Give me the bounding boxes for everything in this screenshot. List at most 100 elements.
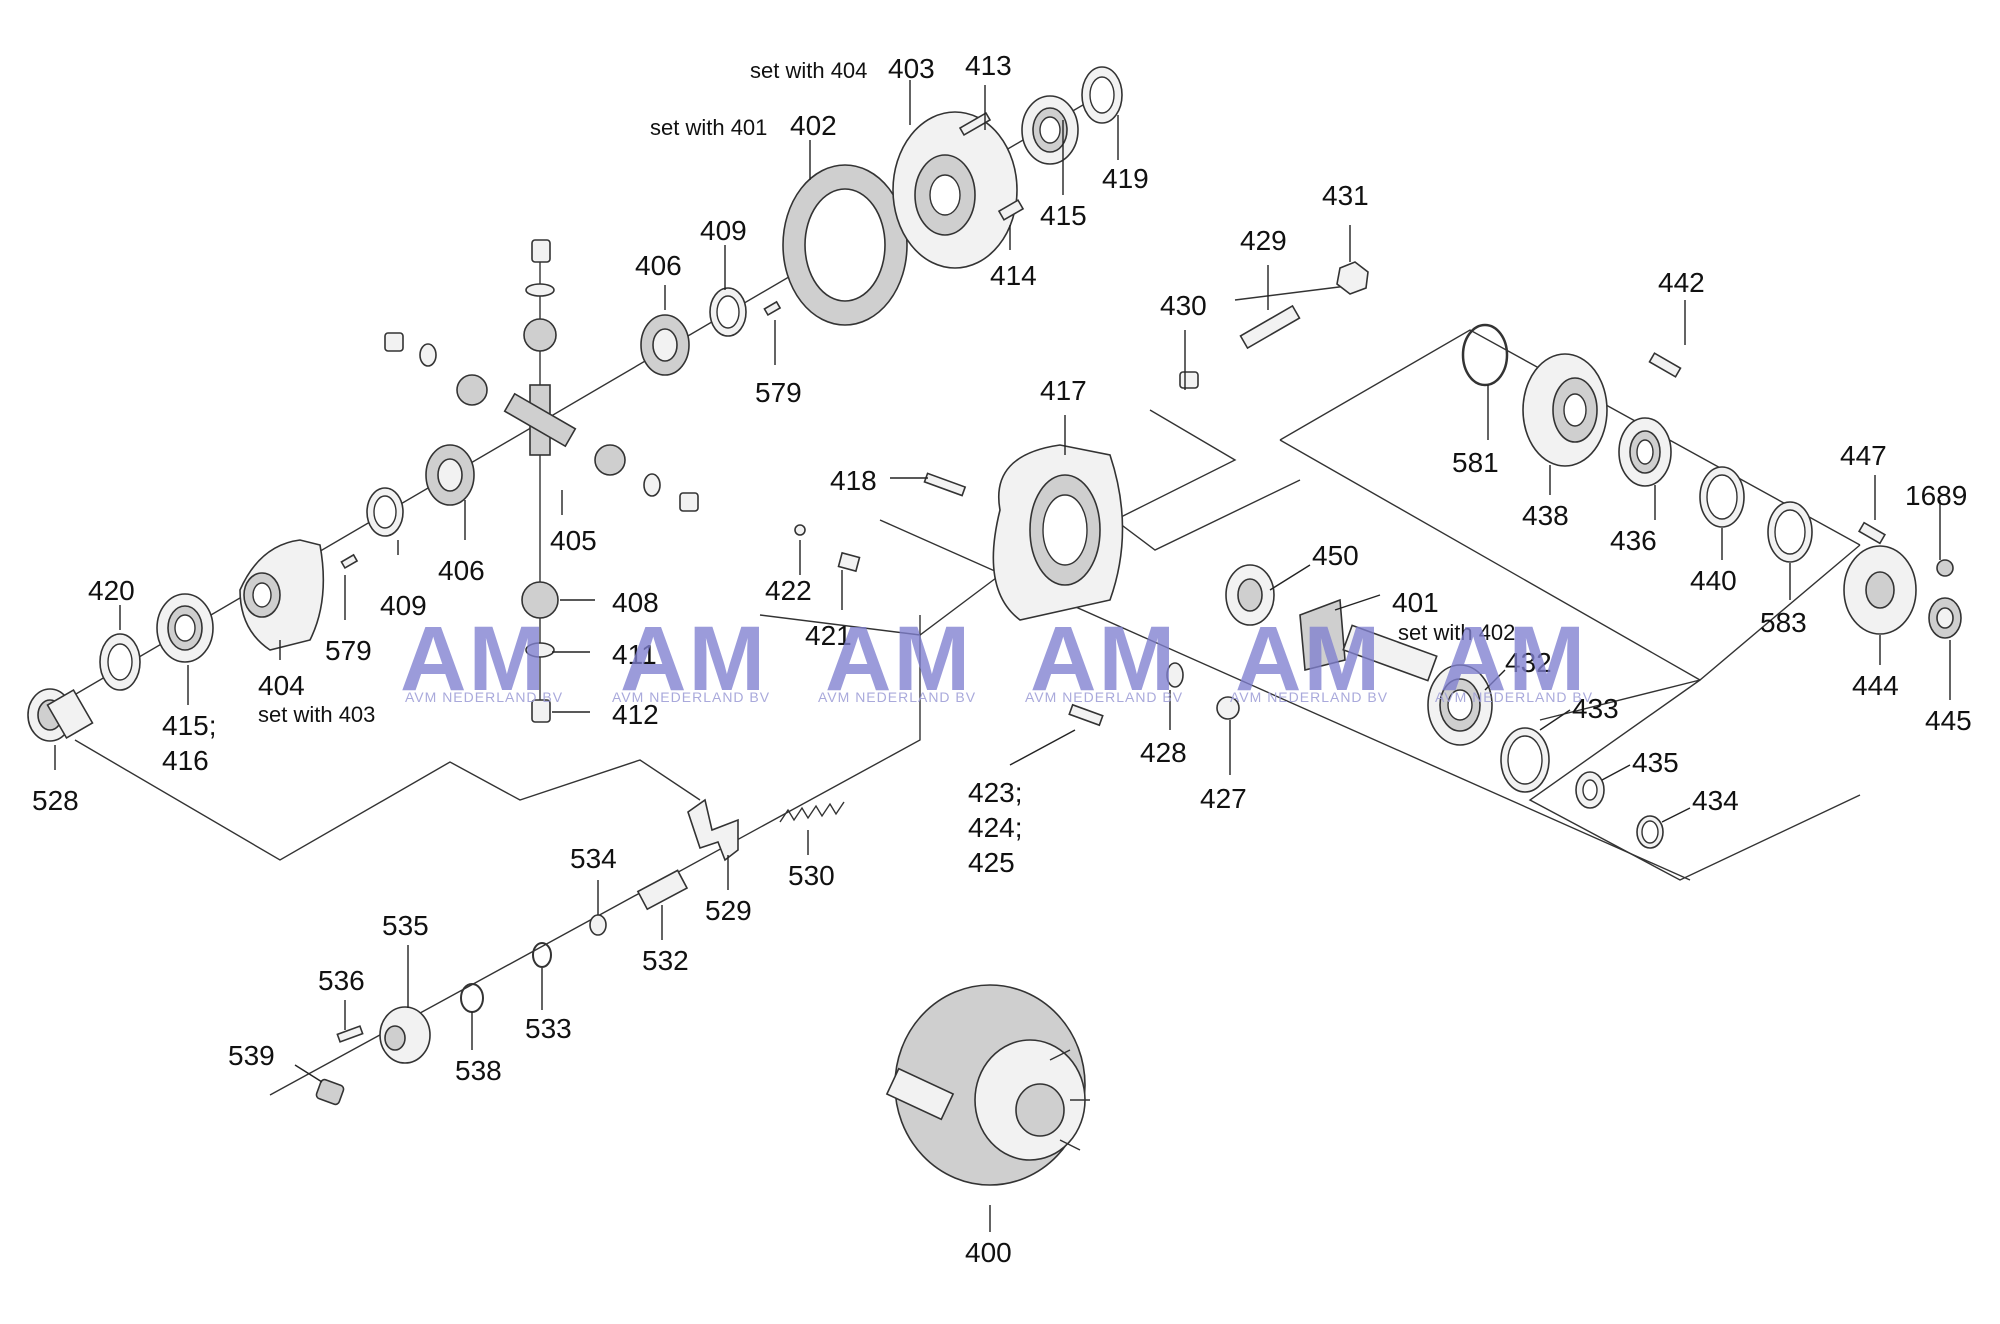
label-1689: 1689 <box>1905 480 1967 511</box>
label-403: 403 <box>888 53 935 84</box>
label-530: 530 <box>788 860 835 891</box>
part-415-416-graphic <box>156 593 214 663</box>
part-440-graphic <box>1699 466 1745 528</box>
label-529: 529 <box>705 895 752 926</box>
label-433: 433 <box>1572 693 1619 724</box>
part-414-graphic <box>997 199 1025 221</box>
label-421: 421 <box>805 620 852 651</box>
part-434-graphic <box>1636 815 1664 849</box>
part-579b-graphic <box>763 300 782 317</box>
watermark-brand-6: AM <box>1440 608 1587 710</box>
label-423: 423; <box>968 777 1023 808</box>
part-450-graphic <box>1225 564 1275 626</box>
part-404-graphic <box>239 539 325 651</box>
part-530-graphic <box>779 801 845 823</box>
label-430: 430 <box>1160 290 1207 321</box>
part-581-graphic <box>1461 323 1509 387</box>
label-425: 425 <box>968 847 1015 878</box>
label-532: 532 <box>642 945 689 976</box>
part-412-graphic <box>531 699 551 723</box>
label-402: 402 <box>790 110 837 141</box>
watermark-tagline-5: AVM NEDERLAND BV <box>1230 689 1388 705</box>
label-413: 413 <box>965 50 1012 81</box>
label-416: 416 <box>162 745 209 776</box>
label-534: 534 <box>570 843 617 874</box>
label-401: 401 <box>1392 587 1439 618</box>
label-535: 535 <box>382 910 429 941</box>
part-415-graphic <box>1021 95 1079 165</box>
part-436-graphic <box>1618 417 1672 487</box>
part-401-graphic <box>1299 598 1438 682</box>
label-436: 436 <box>1610 525 1657 556</box>
part-532-graphic <box>636 869 689 911</box>
part-418-graphic <box>923 472 967 497</box>
part-400-graphic <box>885 984 1090 1186</box>
label-538: 538 <box>455 1055 502 1086</box>
label-404: 404 <box>258 670 305 701</box>
label-422: 422 <box>765 575 812 606</box>
watermark-brand-2: AM <box>620 608 767 710</box>
watermark-brand-4: AM <box>1030 608 1177 710</box>
label-579b: 579 <box>755 377 802 408</box>
part-538-graphic <box>460 983 484 1013</box>
label-528: 528 <box>32 785 79 816</box>
part-579a-graphic <box>340 553 359 570</box>
part-430-graphic <box>1179 371 1199 389</box>
label-411: 411 <box>612 639 657 670</box>
watermark-tagline-2: AVM NEDERLAND BV <box>612 689 770 705</box>
part-445-graphic <box>1928 597 1962 639</box>
part-431-graphic <box>1336 261 1369 295</box>
part-420-graphic <box>99 633 141 691</box>
label-409a: 409 <box>380 590 427 621</box>
label-428: 428 <box>1140 737 1187 768</box>
label-409b: 409 <box>700 215 747 246</box>
label-406a: 406 <box>635 250 682 281</box>
part-427-graphic <box>1216 696 1240 720</box>
part-429-graphic <box>1239 304 1301 350</box>
label-408: 408 <box>612 587 659 618</box>
part-419-graphic <box>1081 66 1123 124</box>
label-405: 405 <box>550 525 597 556</box>
part-423-graphic <box>1068 703 1104 727</box>
label-536: 536 <box>318 965 365 996</box>
spider-pinions <box>456 318 626 619</box>
part-409a-graphic <box>366 487 404 537</box>
part-411-graphic <box>525 642 555 658</box>
part-417-graphic <box>992 444 1124 621</box>
label-440: 440 <box>1690 565 1737 596</box>
label-420: 420 <box>88 575 135 606</box>
part-536-graphic <box>336 1025 364 1043</box>
note-set-with-403: set with 403 <box>258 702 375 727</box>
part-1689-graphic <box>1936 559 1954 577</box>
label-445: 445 <box>1925 705 1972 736</box>
label-539: 539 <box>228 1040 275 1071</box>
part-422-graphic <box>794 524 806 536</box>
part-403-graphic <box>892 111 1018 269</box>
label-427: 427 <box>1200 783 1247 814</box>
label-415-semicolon: 415; <box>162 710 217 741</box>
set-notes: set with 404 set with 401 set with 403 s… <box>258 58 1515 727</box>
part-529-graphic <box>687 798 739 862</box>
label-438: 438 <box>1522 500 1569 531</box>
note-set-with-401: set with 401 <box>650 115 767 140</box>
part-409b-graphic <box>709 287 747 337</box>
label-444: 444 <box>1852 670 1899 701</box>
part-528-graphic <box>27 688 94 742</box>
watermark-tagline-3: AVM NEDERLAND BV <box>818 689 976 705</box>
label-581: 581 <box>1452 447 1499 478</box>
note-set-with-402: set with 402 <box>1398 620 1515 645</box>
part-444-graphic <box>1843 545 1917 635</box>
part-labels: 413 403 402 419 415 414 409 406 579 405 … <box>32 50 1972 1268</box>
part-435-graphic <box>1575 771 1605 809</box>
part-442-graphic <box>1648 352 1682 378</box>
part-535-graphic <box>379 1006 431 1064</box>
label-415: 415 <box>1040 200 1087 231</box>
label-435: 435 <box>1632 747 1679 778</box>
leader-lines <box>54 80 1951 1232</box>
label-417: 417 <box>1040 375 1087 406</box>
part-533-graphic <box>532 942 552 968</box>
watermark-brand-5: AM <box>1235 608 1382 710</box>
label-414: 414 <box>990 260 1037 291</box>
label-434: 434 <box>1692 785 1739 816</box>
